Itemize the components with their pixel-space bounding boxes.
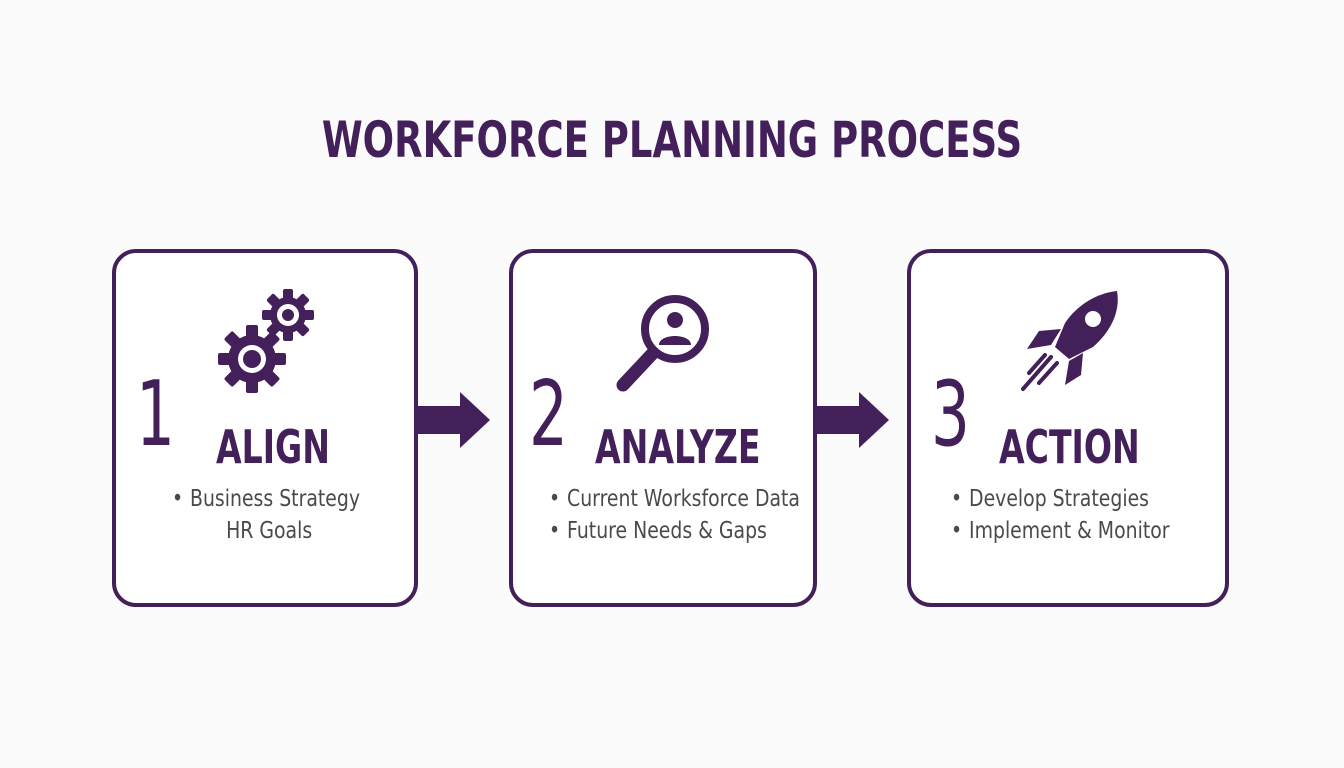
page-title: WORKFORCE PLANNING PROCESS	[321, 111, 1023, 169]
step-number: 3	[931, 362, 970, 467]
step-title: ANALYZE	[595, 420, 761, 474]
gears-icon	[216, 285, 326, 401]
list-item: •Current Worksforce Data	[549, 486, 800, 512]
step-number: 1	[136, 362, 175, 467]
list-item: •Develop Strategies	[951, 486, 1150, 512]
list-item: HR Goals	[226, 518, 313, 544]
step-bullets: •Business Strategy HR Goals	[172, 483, 360, 547]
arrow-right-icon	[817, 392, 889, 453]
step-title: ACTION	[999, 420, 1140, 474]
step-card-analyze: 2 ANALYZE •Current Worksforce Data •Futu…	[509, 249, 817, 607]
step-number: 2	[529, 362, 568, 467]
step-title: ALIGN	[216, 420, 330, 474]
rocket-icon	[1017, 287, 1125, 397]
list-item: •Business Strategy	[172, 486, 361, 512]
step-bullets: •Develop Strategies •Implement & Monitor	[951, 483, 1170, 547]
step-bullets: •Current Worksforce Data •Future Needs &…	[549, 483, 800, 547]
magnifier-person-icon	[613, 289, 717, 397]
arrow-right-icon	[418, 392, 490, 453]
step-card-align: 1 ALIGN •Business Strategy HR Goals	[112, 249, 418, 607]
step-card-action: 3 ACTION •Develop Strategies •Implement …	[907, 249, 1229, 607]
list-item: •Future Needs & Gaps	[549, 518, 767, 544]
list-item: •Implement & Monitor	[951, 518, 1170, 544]
